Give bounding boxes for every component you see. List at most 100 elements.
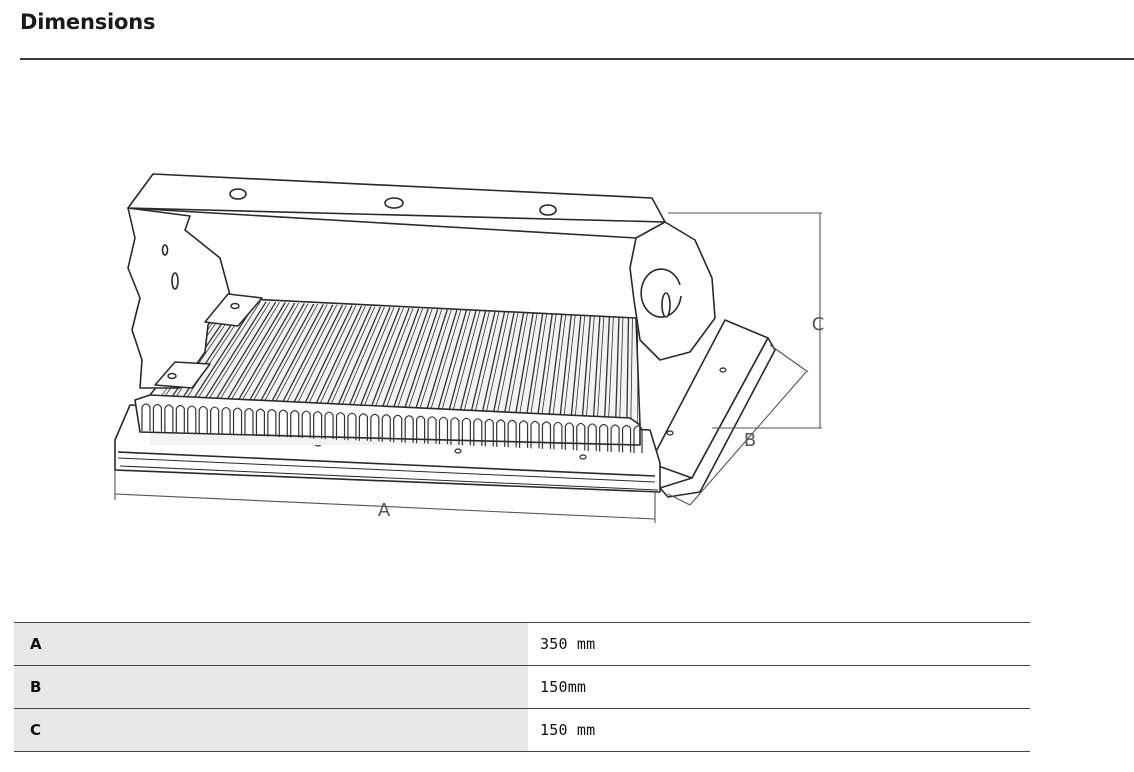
heatsink-fin [365, 307, 410, 422]
heatsink-fin-edge [607, 316, 614, 433]
heatsink-fin-tip [576, 422, 586, 451]
heatsink-fin-tip [599, 423, 609, 452]
heatsink-fin-edge [255, 303, 319, 417]
heatsink-fin-edge [233, 302, 300, 416]
heatsink-fin [535, 314, 553, 430]
heatsink-fin-tip [381, 414, 391, 442]
heatsink-fin-edge [369, 307, 414, 422]
heatsink-fin [387, 308, 429, 423]
table-row: C 150 mm [14, 708, 1030, 752]
heatsink-fin [580, 315, 591, 432]
heatsink-fin-edge [244, 303, 309, 417]
heatsink-fin-edge [618, 317, 624, 433]
heatsink-fin-edge [550, 314, 567, 430]
bracket-feet [154, 293, 263, 389]
heatsink-fin-tip [152, 403, 163, 432]
heatsink-fin-tip [210, 406, 220, 435]
heatsink-fin-edge [278, 304, 338, 418]
heatsink-fin-edge [596, 316, 605, 432]
heatsink-fin-edge [539, 314, 557, 430]
heatsink-fin-tip [141, 403, 151, 431]
heatsink-fin-tip [335, 412, 346, 440]
heatsink-fin [399, 309, 439, 424]
heatsink-fin-tip [564, 422, 574, 450]
heatsink-fin-edge [312, 305, 366, 420]
heatsink-fin-tip [633, 425, 643, 453]
heatsink-fin-tip [370, 413, 380, 442]
heatsink-fin-edge [301, 305, 357, 419]
heatsink-fin-tip [267, 409, 277, 437]
heatsink-fin-edge [460, 311, 490, 426]
heatsink-fin-tip [427, 416, 437, 444]
heatsink-fin [262, 303, 324, 418]
heatsink-fin-tip [255, 408, 266, 437]
heatsink-fin-tip [198, 405, 208, 434]
heatsink-fin-edge [289, 304, 347, 419]
heatsink-fin [591, 316, 601, 432]
heatsink-fin-edge [267, 303, 328, 418]
heatsink-fin-edge [335, 306, 385, 421]
heatsink-fin-tip [290, 410, 300, 438]
heatsink-fin [614, 317, 620, 433]
heatsink-fin-edge [471, 311, 500, 427]
heatsink-fin [410, 309, 448, 424]
heatsink-fin-tip [313, 411, 323, 439]
dimension-label-a: A [378, 500, 391, 521]
heatsink-fin [353, 307, 401, 422]
heatsink-fin [183, 300, 258, 414]
bracket-holes [161, 188, 682, 318]
heatsink-fin [274, 304, 334, 418]
heatsink-fin [455, 311, 487, 426]
heatsink-fin-tip [507, 419, 517, 448]
heatsink-fin-tip [610, 424, 620, 452]
dimension-value: 150 mm [528, 708, 1030, 752]
heatsink-fin [603, 316, 611, 433]
heatsink-fin-edge [630, 317, 633, 434]
dimension-value: 350 mm [528, 622, 1030, 666]
heatsink-fin [330, 306, 382, 421]
floodlight-dimension-drawing: A B C [114, 173, 824, 523]
dimension-value: 150mm [528, 665, 1030, 709]
table-row: A 350 mm [14, 622, 1030, 666]
heatsink-fin-tip [587, 423, 597, 451]
heatsink-fin-tip [496, 419, 506, 447]
heatsink-fin-edge [199, 301, 271, 415]
heatsink-fin-tip [518, 420, 529, 448]
heatsink-fin [421, 309, 458, 425]
heatsink-fin-tip [164, 404, 174, 433]
heatsink-fin-tip [553, 421, 563, 450]
heatsink-fin-edge [528, 313, 548, 429]
heatsink-fin-tip [324, 411, 334, 440]
heatsink-fin-edge [323, 306, 376, 420]
heatsink-fin [467, 311, 496, 427]
heatsink-fin-edge [380, 308, 424, 423]
heatsink-fin-tip [450, 417, 460, 445]
heatsink-fin-edge [437, 310, 471, 425]
heatsink-fin [478, 311, 506, 427]
heatsink-fin-edge [425, 309, 462, 425]
heatsink-fin-edge [391, 308, 433, 423]
heatsink-fin-tip [461, 417, 471, 446]
heatsink-fin-tip [404, 415, 414, 443]
heatsink-fin [546, 314, 563, 430]
heatsink-fin [240, 303, 305, 417]
heatsink-fin-edge [187, 301, 261, 414]
heatsink-fin [376, 308, 420, 423]
heatsink-fin [626, 317, 630, 434]
heatsink-fin [512, 313, 534, 429]
heatsink-fin [444, 310, 477, 426]
heatsink-fin [342, 306, 391, 421]
heatsink-fin [308, 305, 363, 420]
title-divider [20, 58, 1134, 60]
heatsink-fin [296, 305, 353, 419]
dimension-name: C [14, 708, 528, 752]
heatsink-fin-edge [403, 309, 443, 424]
heatsink-fin-tip [438, 416, 449, 445]
heatsink-fin [285, 304, 344, 419]
heatsink-fin-tip [278, 409, 288, 438]
heatsink-fin-tip [541, 421, 552, 449]
heatsink-fin [501, 312, 525, 428]
heatsink-fin [433, 310, 467, 425]
dimension-lines [114, 212, 822, 523]
heatsink-fin [489, 312, 515, 428]
